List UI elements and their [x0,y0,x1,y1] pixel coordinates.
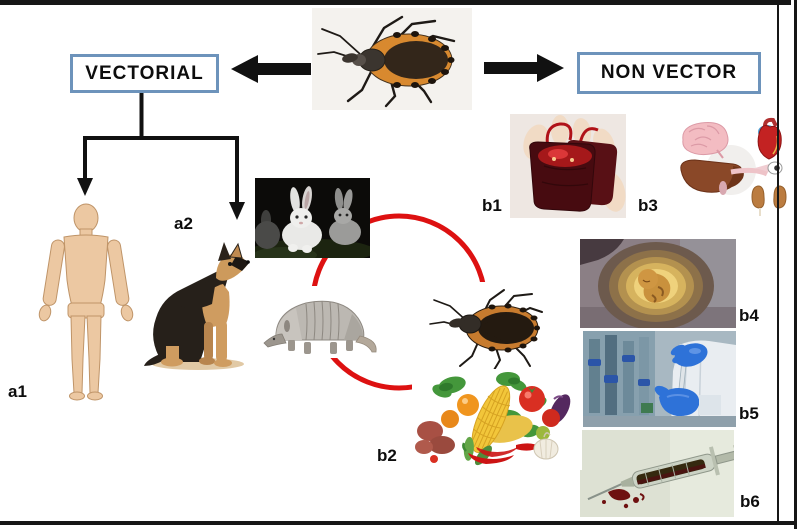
blood-drops [602,489,645,509]
label-b4: b4 [739,306,759,325]
label-a1: a1 [8,382,27,401]
arrow-to-vectorial [231,55,311,83]
frame-right-inner-line [777,4,779,523]
bug-rim-spots [393,31,455,88]
brain [682,122,729,159]
vegetables-image [412,369,582,470]
heart [757,117,782,160]
vectorial-label: VECTORIAL [85,62,204,84]
label-b5: b5 [739,404,759,423]
vectorial-node: VECTORIAL [70,54,219,93]
garlic [533,432,559,460]
syringe-image [580,430,734,517]
kissing-bug-cycle-image [424,282,544,372]
kissing-bug-top-image [312,8,472,110]
arrowhead-to-dog [229,202,245,220]
armadillo-image [260,286,380,358]
non-vector-label: NON VECTOR [600,62,738,83]
vectorial-branch-lines [83,88,239,203]
dog-image [142,242,254,372]
fetus-image [580,239,736,328]
arrow-to-non-vector [484,54,564,82]
frame-right-outer-line [794,0,797,529]
blood-bags-image [510,114,626,218]
laboratory-image [583,331,736,427]
rabbits-image [255,178,370,258]
label-b6: b6 [740,492,760,511]
arrowhead-to-human [77,178,93,196]
frame-bottom-line [0,521,797,525]
kidneys [751,185,787,209]
label-b2: b2 [377,446,397,465]
frame-top-bar [0,0,791,5]
human-silhouette-image [30,203,142,405]
label-b3: b3 [638,196,658,215]
non-vector-node: NON VECTOR [577,52,761,94]
label-b1: b1 [482,196,502,215]
label-a2: a2 [174,214,193,233]
syringe [587,444,734,501]
organs-image [667,114,793,220]
